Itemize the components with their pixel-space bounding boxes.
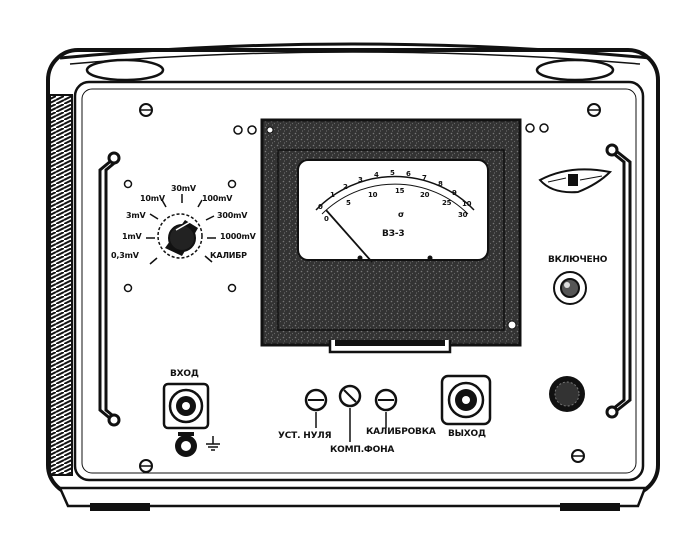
background-comp-label: КОМП.ФОНА <box>330 445 395 455</box>
meter-scale-upper: 0 <box>318 203 323 211</box>
background-comp-knob[interactable] <box>338 384 362 408</box>
output-label: ВЫХОД <box>448 429 486 439</box>
meter-scale-upper: 4 <box>374 171 379 179</box>
panel-screw <box>139 459 153 473</box>
meter-model: ВЗ-3 <box>382 229 405 239</box>
calibration-knob[interactable] <box>374 388 398 412</box>
range-knob[interactable] <box>157 213 203 259</box>
range-ticks <box>146 194 216 265</box>
ground-terminal[interactable] <box>175 432 197 457</box>
meter-scale-upper: 6 <box>406 170 411 178</box>
meter-scale-upper: 7 <box>422 174 427 182</box>
range-option: 300mV <box>217 211 248 220</box>
meter-scale-lower: 0 <box>324 215 329 223</box>
meter-symbol: σ <box>398 210 405 219</box>
output-connector[interactable] <box>440 374 492 426</box>
range-option: 30mV <box>171 184 196 193</box>
range-option: 10mV <box>140 194 165 203</box>
zero-adjust-knob[interactable] <box>304 388 328 412</box>
range-option: КАЛИБР <box>210 251 247 260</box>
control-leader-lines <box>315 408 387 442</box>
meter-scale-upper: 5 <box>390 169 395 177</box>
range-option: 1000mV <box>220 232 256 241</box>
range-option: 0,3mV <box>111 251 139 260</box>
range-option: 100mV <box>202 194 233 203</box>
panel-screw <box>587 103 601 117</box>
power-on-label: ВКЛЮЧЕНО <box>548 255 608 265</box>
meter-scale-upper: 3 <box>358 176 363 184</box>
power-lamp <box>553 271 587 305</box>
zero-adjust-label: УСТ. НУЛЯ <box>278 431 332 441</box>
meter-scale-upper: 1 <box>330 191 335 199</box>
panel-screw <box>139 103 153 117</box>
meter-scale-lower: 15 <box>395 187 405 195</box>
meter-scale-upper: 8 <box>438 180 443 188</box>
meter-scale-lower: 30 <box>458 211 468 219</box>
input-connector[interactable] <box>162 382 210 430</box>
meter-scale-upper: 9 <box>452 189 457 197</box>
meter-scale-lower: 25 <box>442 199 452 207</box>
left-handle[interactable] <box>98 151 121 427</box>
calibration-label: КАЛИБРОВКА <box>366 427 436 437</box>
meter-scale-lower: 5 <box>346 199 351 207</box>
input-label: ВХОД <box>170 369 199 379</box>
meter-scale-lower: 10 <box>368 191 378 199</box>
meter-needle <box>325 209 373 263</box>
range-option: 3mV <box>126 211 146 220</box>
right-handle[interactable] <box>605 143 632 419</box>
range-option: 1mV <box>122 232 142 241</box>
scale-arc <box>315 175 475 211</box>
meter-scale-lower: 20 <box>420 191 430 199</box>
panel-screw <box>571 449 585 463</box>
meter-scale-upper: 2 <box>343 183 348 191</box>
ground-icon <box>206 436 220 451</box>
meter-face <box>297 159 489 263</box>
rivets <box>123 123 549 293</box>
side-vents <box>49 94 73 476</box>
power-switch-knob[interactable] <box>549 376 585 412</box>
meter-scale-upper: 10 <box>462 200 472 208</box>
manufacturer-badge <box>538 168 613 194</box>
